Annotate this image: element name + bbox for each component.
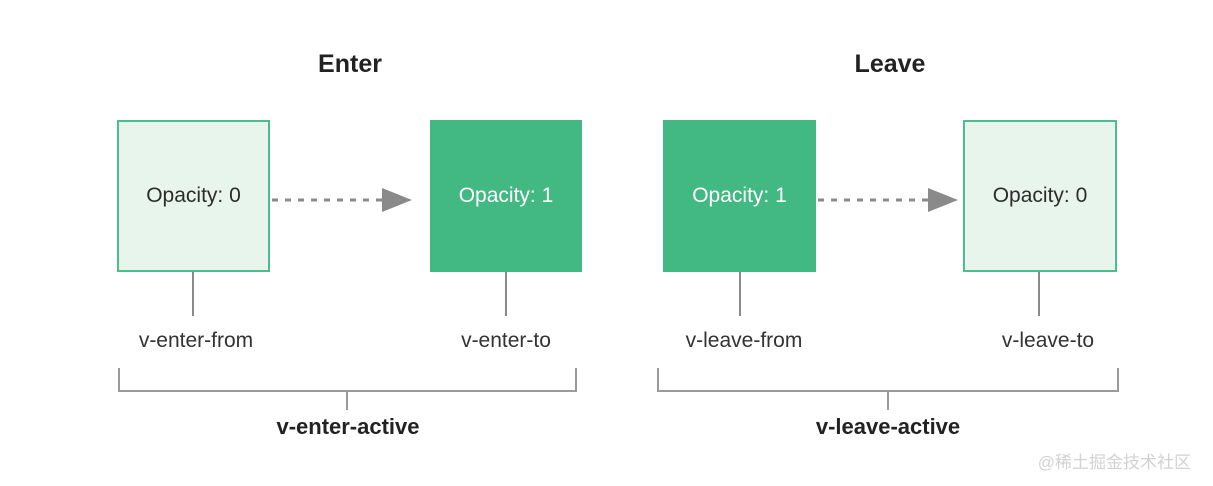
enter-title: Enter bbox=[318, 50, 382, 78]
enter-to-box-label: Opacity: 1 bbox=[458, 184, 554, 207]
enter-arrow-icon bbox=[272, 188, 412, 212]
leave-to-class-label: v-leave-to bbox=[1001, 329, 1095, 352]
leave-to-connector-line bbox=[1038, 272, 1040, 316]
enter-to-connector-line bbox=[505, 272, 507, 316]
enter-to-class-label: v-enter-to bbox=[461, 329, 551, 352]
leave-active-bracket bbox=[657, 368, 1119, 392]
leave-title: Leave bbox=[854, 50, 926, 78]
leave-active-bracket-stem bbox=[887, 392, 889, 410]
enter-to-box: Opacity: 1 bbox=[430, 120, 582, 272]
leave-from-box: Opacity: 1 bbox=[663, 120, 816, 272]
leave-to-box-label: Opacity: 0 bbox=[992, 184, 1088, 207]
leave-active-class-label: v-leave-active bbox=[815, 414, 961, 439]
leave-arrow-icon bbox=[818, 188, 958, 212]
leave-from-box-label: Opacity: 1 bbox=[692, 184, 787, 207]
watermark: @稀土掘金技术社区 bbox=[1037, 453, 1191, 472]
enter-active-bracket bbox=[118, 368, 577, 392]
leave-from-connector-line bbox=[739, 272, 741, 316]
enter-from-box-label: Opacity: 0 bbox=[146, 184, 241, 207]
enter-from-connector-line bbox=[192, 272, 194, 316]
leave-from-class-label: v-leave-from bbox=[685, 329, 803, 352]
enter-from-class-label: v-enter-from bbox=[138, 329, 254, 352]
enter-active-class-label: v-enter-active bbox=[276, 414, 420, 439]
enter-active-bracket-stem bbox=[346, 392, 348, 410]
enter-from-box: Opacity: 0 bbox=[117, 120, 270, 272]
leave-to-box: Opacity: 0 bbox=[963, 120, 1117, 272]
